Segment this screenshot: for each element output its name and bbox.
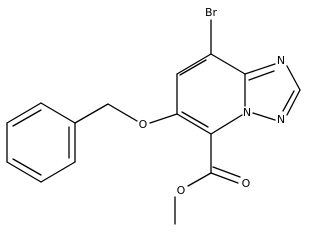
bond-ph-5-6-inner: [12, 109, 42, 127]
bonds: [6, 19, 301, 225]
atom-br: Br: [205, 6, 218, 19]
bond-ph-2-3: [40, 161, 76, 183]
atom-o-ester: O: [177, 184, 186, 197]
bond-ph-5-6: [6, 102, 42, 124]
bond-ch2-ph: [74, 103, 109, 124]
bond-c8-c7-inner: [179, 59, 207, 76]
atom-o-carbonyl: O: [242, 177, 251, 190]
atom-n-bridge: N: [243, 106, 251, 119]
atom-o-ether: O: [139, 118, 148, 131]
bond-c8a-n1-inner: [248, 70, 275, 81]
bond-ph-6-1: [40, 102, 76, 124]
bond-ccarb-oester: [187, 172, 212, 187]
bond-c8a-c8: [210, 53, 246, 75]
bond-ph-3-4: [6, 161, 42, 183]
atom-n-ring-top: N: [277, 54, 285, 67]
bond-ccarb-o-double-a: [210, 172, 239, 184]
bond-n1-c2: [286, 65, 301, 91]
bond-c6-o: [149, 113, 178, 124]
bond-c8-c7: [176, 53, 212, 75]
bond-ph-3-4-inner: [12, 158, 42, 176]
molecule-structure: Br N N N O O O: [6, 6, 301, 225]
bond-ccarb-o-double-b: [212, 166, 241, 178]
bond-c2-n3-inner: [282, 90, 295, 112]
bond-o-ch2: [107, 103, 138, 122]
bond-n3-n4: [252, 112, 276, 121]
bond-c2-n3: [286, 89, 301, 116]
bond-c8a-n1: [244, 63, 276, 75]
bond-c5-n4: [210, 114, 243, 135]
bond-c6-c5: [176, 113, 212, 135]
atom-n-ring-right: N: [277, 113, 285, 126]
bond-c6-c5-inner: [181, 111, 209, 128]
atom-labels: Br N N N O O O: [139, 6, 285, 197]
